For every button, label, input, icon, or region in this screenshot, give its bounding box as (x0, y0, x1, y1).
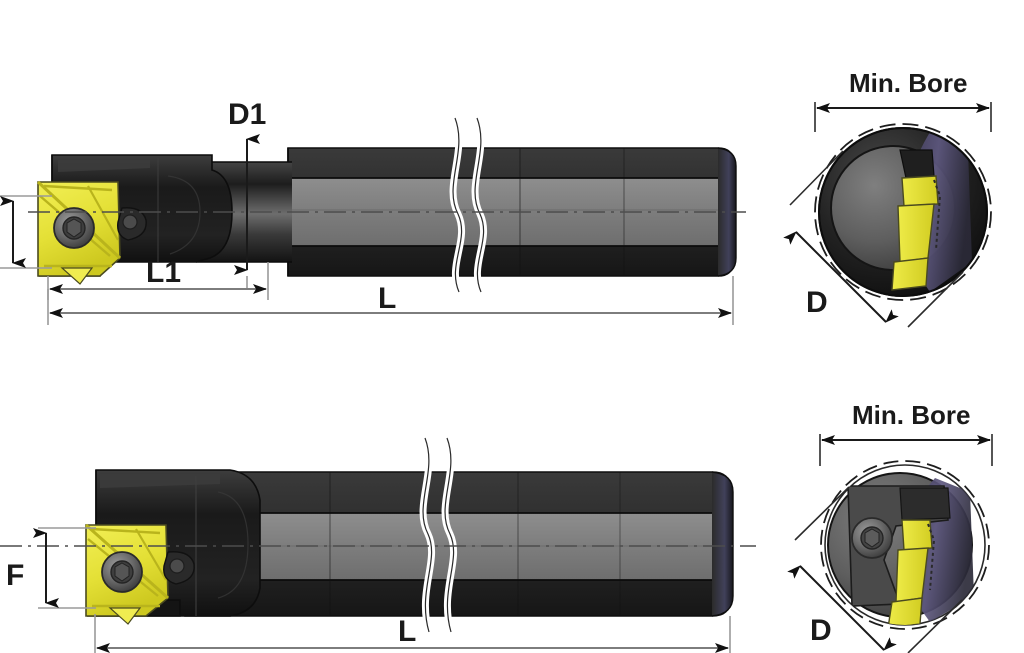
label-l-bottom: L (398, 615, 416, 648)
top-break-symbol (449, 114, 488, 296)
bottom-end-view (787, 434, 993, 653)
top-min-bore-dimension (814, 102, 992, 132)
bottom-min-bore-dimension (819, 434, 993, 466)
bottom-l-dimension (94, 614, 731, 653)
bottom-shank-body (184, 471, 734, 617)
top-insert (36, 180, 147, 285)
bottom-f-dimension (33, 527, 96, 609)
top-min-bore-circle (814, 123, 992, 301)
top-d-dimension (783, 150, 964, 328)
label-d-bottom: D (810, 614, 832, 647)
top-side-view (0, 114, 746, 325)
label-min-bore-top: Min. Bore (849, 68, 967, 98)
label-d-top: D (806, 286, 828, 319)
label-l-top: L (378, 282, 396, 315)
top-l-dimension (47, 276, 734, 325)
label-d1: D1 (228, 98, 266, 131)
top-end-view (783, 102, 992, 328)
bottom-break-symbol (419, 434, 457, 636)
label-l1: L1 (146, 256, 181, 289)
bottom-side-view (0, 434, 756, 653)
bottom-min-bore-circle (820, 460, 990, 630)
label-f: F (6, 559, 24, 592)
bottom-d-dimension (787, 486, 963, 653)
top-left-vertical-dimension (0, 195, 52, 269)
bottom-insert (85, 523, 195, 625)
label-min-bore-bottom: Min. Bore (852, 400, 970, 430)
